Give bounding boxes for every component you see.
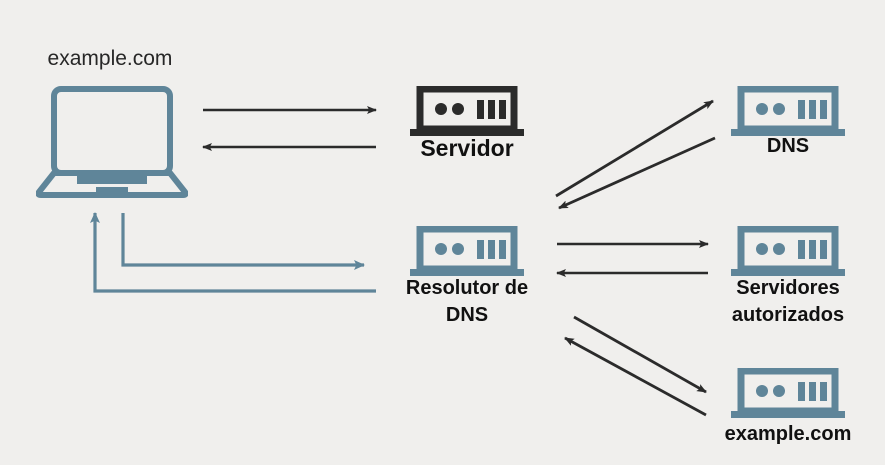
server-icon-servidor <box>410 86 524 136</box>
node-authoritative-label: Servidores autorizados <box>731 277 845 326</box>
connection-origin-to-resolver <box>564 336 707 417</box>
connection-resolver-to-client <box>90 212 376 293</box>
node-resolver-label: Resolutor de DNS <box>405 277 529 326</box>
server-icon-origin <box>731 368 845 418</box>
connection-client-to-resolver <box>121 213 365 270</box>
server-icon-resolver <box>410 226 524 276</box>
server-icon-authoritative <box>731 226 845 276</box>
node-servidor-label: Servidor <box>420 135 514 161</box>
node-dns-label: DNS <box>766 135 810 157</box>
node-client-label: example.com <box>47 47 173 70</box>
laptop-icon <box>36 86 188 198</box>
node-origin-label: example.com <box>724 423 852 445</box>
server-icon-dns <box>731 86 845 136</box>
